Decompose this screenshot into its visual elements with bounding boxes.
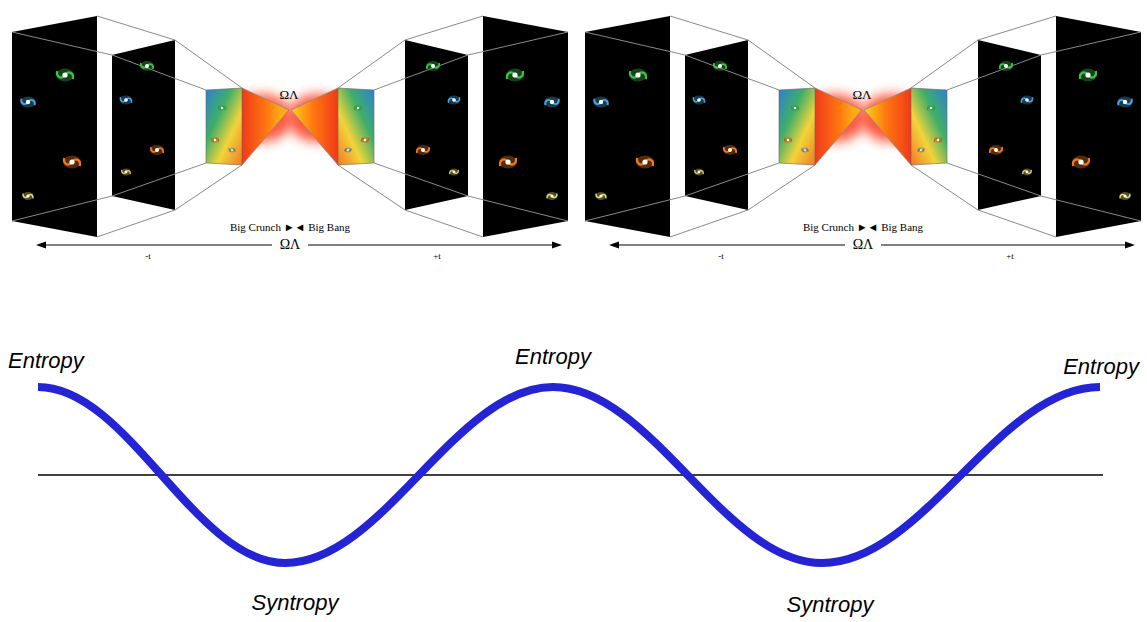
singularity-label: ΩΛ (852, 88, 871, 103)
syntropy-label: Syntropy (787, 592, 874, 617)
syntropy-label: Syntropy (252, 590, 339, 615)
caption-label: Big Crunch ►◄ Big Bang (230, 221, 350, 234)
time-label: -t (718, 251, 724, 261)
singularity-label: ΩΛ (279, 88, 298, 103)
time-label: +t (433, 251, 441, 261)
zero-axis (38, 474, 1103, 476)
entropy-wave (38, 387, 1100, 563)
bounce-panel (12, 16, 568, 249)
entropy-label: Entropy (1063, 354, 1139, 379)
time-label: +t (1006, 251, 1014, 261)
entropy-label: Entropy (8, 348, 84, 373)
axis-label: ΩΛ (853, 237, 874, 253)
bounce-panel (585, 16, 1141, 249)
caption-label: Big Crunch ►◄ Big Bang (803, 221, 923, 234)
entropy-label: Entropy (515, 344, 591, 369)
time-label: -t (145, 251, 151, 261)
axis-label: ΩΛ (280, 237, 301, 253)
